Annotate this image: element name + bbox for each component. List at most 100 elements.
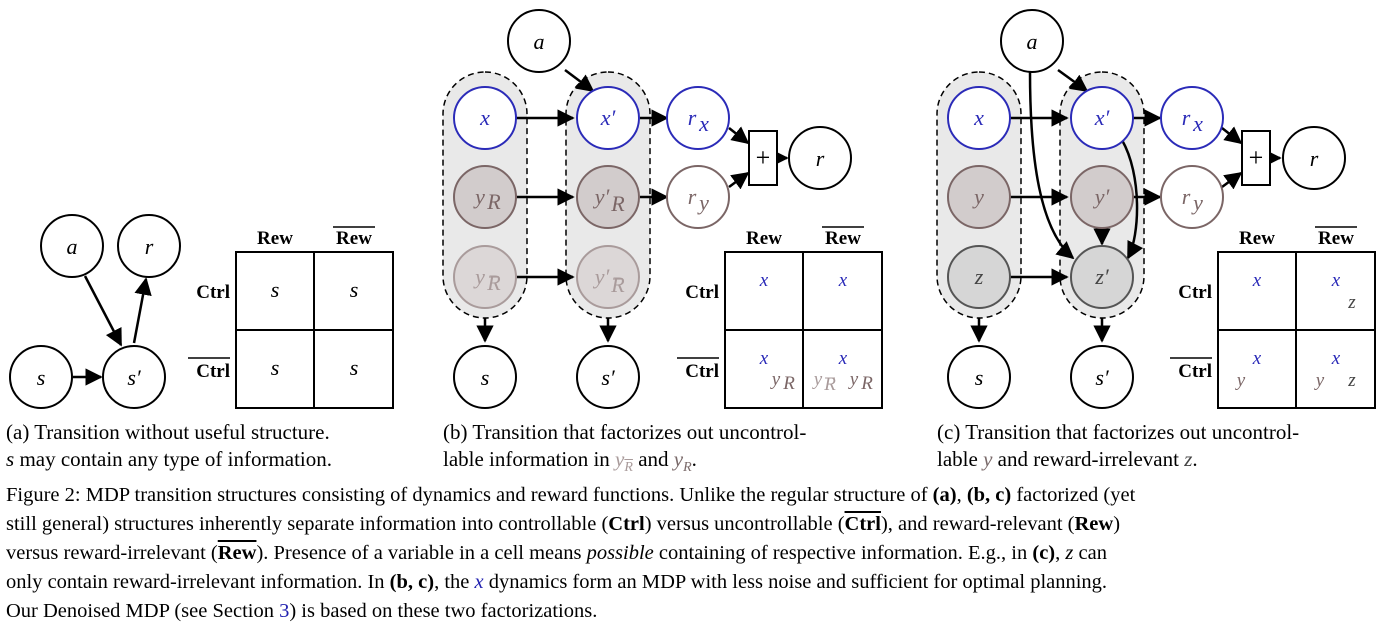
table-b-cell: R: [823, 374, 836, 395]
table-a-header-rew: Rew: [257, 228, 293, 249]
table-b-cell: x: [838, 348, 848, 369]
panel-c: a x x′ r x + r y y′ r y z z′ s s′ Rew Re…: [936, 9, 1376, 409]
node-x-prime-label: x′: [600, 105, 617, 130]
subcaption-label: (a): [6, 420, 30, 444]
node-y-rbar-sub: R: [486, 270, 501, 295]
sum-box: [748, 130, 778, 186]
figure-caption: Figure 2: MDP transition structures cons…: [6, 484, 1136, 622]
table-b-cell: x: [838, 270, 848, 291]
node-r-x-label: r: [688, 105, 697, 130]
table-c-cell: z: [1347, 292, 1356, 313]
node-s-prime: [576, 345, 640, 409]
table-b-cell: y: [848, 369, 859, 390]
node-r-label: r: [145, 234, 154, 259]
node-r-x-sub: x: [698, 111, 709, 136]
edge-sprime-to-r: [132, 277, 152, 344]
node-x-label: x: [973, 105, 984, 130]
panel-a: a r s s′ Rew Rew Ctrl Ctrl s s s s: [9, 214, 394, 409]
node-s-label: s: [37, 365, 46, 390]
node-y-rbar-prime-label: y′: [593, 264, 611, 289]
table-c-header-rew: Rew: [1239, 228, 1275, 249]
node-y-rbar-prime-sub: R: [610, 272, 625, 297]
node-a-label: a: [534, 29, 545, 54]
node-y-r: [453, 165, 517, 229]
table-b-header-rew: Rew: [746, 228, 782, 249]
node-s-prime: [102, 345, 166, 409]
node-r: [1282, 126, 1346, 190]
table-a-cell: s: [271, 277, 280, 302]
node-a: [1000, 9, 1064, 73]
table-a-header-ctrl: Ctrl: [196, 282, 230, 303]
subcaption-label: (c): [937, 420, 961, 444]
table-c-cell: x: [1331, 270, 1341, 291]
node-r-x: [1160, 86, 1224, 150]
table-a-cell: s: [350, 355, 359, 380]
node-z-prime: [1070, 245, 1134, 309]
node-z-prime-label: z′: [1094, 264, 1110, 289]
node-r-x-sub: x: [1192, 111, 1203, 136]
node-r-x-label: r: [1182, 105, 1191, 130]
table-c-header-rewbar: Rew: [1318, 228, 1354, 249]
edge-a-to-sprime: [83, 275, 123, 347]
node-r-y-sub: y: [1191, 190, 1203, 215]
table-a-cell: s: [271, 355, 280, 380]
table-b-cell: x: [759, 270, 769, 291]
node-s: [9, 345, 73, 409]
node-x-label: x: [479, 105, 490, 130]
node-y-r-sub: R: [486, 189, 501, 214]
subcaption-a: (a) Transition without useful structure.…: [6, 420, 333, 471]
table-b-cell: y: [812, 369, 823, 390]
table-c-cell: y: [1314, 370, 1325, 391]
node-r-y: [666, 165, 730, 229]
table-a-header-ctrlbar: Ctrl: [196, 361, 230, 382]
node-r-y: [1160, 165, 1224, 229]
table-c-header-ctrl: Ctrl: [1178, 282, 1212, 303]
node-a-label: a: [67, 234, 78, 259]
table-a-cell: s: [350, 277, 359, 302]
node-s-prime-label: s′: [1095, 365, 1110, 390]
node-r: [117, 214, 181, 278]
table-b-header-rewbar: Rew: [825, 228, 861, 249]
table-c-cell: y: [1235, 370, 1246, 391]
table-c-header-ctrlbar: Ctrl: [1178, 361, 1212, 382]
node-r-y-sub: y: [697, 190, 709, 215]
node-y-prime-label: y′: [1093, 184, 1111, 209]
section-link[interactable]: 3: [279, 600, 290, 622]
node-y-r-prime-label: y′: [593, 184, 611, 209]
panel-b: a x x′ r x + r y R y′ R r y y R y′ R s s…: [442, 9, 883, 409]
sum-box-label: +: [1249, 143, 1264, 172]
subcaption-label: (b): [443, 420, 468, 444]
node-s-prime-label: s′: [127, 365, 142, 390]
node-r: [788, 126, 852, 190]
node-y-rbar-prime: [576, 245, 640, 309]
node-s-prime: [1070, 345, 1134, 409]
table-b-header-ctrlbar: Ctrl: [685, 361, 719, 382]
table-b-cell: R: [782, 373, 795, 394]
node-y-r-label: y: [473, 184, 485, 209]
table-b-header-ctrl: Ctrl: [685, 282, 719, 303]
node-s-prime-label: s′: [601, 365, 616, 390]
table-c-cell: x: [1252, 270, 1262, 291]
node-x: [947, 86, 1011, 150]
node-y-r-prime: [576, 165, 640, 229]
table-c-cell: x: [1252, 348, 1262, 369]
node-a-label: a: [1027, 29, 1038, 54]
node-y-r-prime-sub: R: [610, 191, 625, 216]
node-y-prime: [1070, 165, 1134, 229]
node-s-label: s: [481, 365, 490, 390]
table-c-cell: z: [1347, 370, 1356, 391]
subcaption-b: (b) Transition that factorizes out uncon…: [443, 420, 807, 476]
node-a: [507, 9, 571, 73]
node-z-label: z: [974, 264, 984, 289]
node-y-label: y: [972, 184, 984, 209]
node-a: [40, 214, 104, 278]
node-y: [947, 165, 1011, 229]
table-a-header-rewbar: Rew: [336, 228, 372, 249]
table-c-cell: x: [1331, 348, 1341, 369]
node-r-y-label: r: [1182, 184, 1191, 209]
node-z: [947, 245, 1011, 309]
node-s: [947, 345, 1011, 409]
subcaption-c: (c) Transition that factorizes out uncon…: [937, 420, 1300, 471]
sum-box-label: +: [756, 143, 771, 172]
node-s: [453, 345, 517, 409]
